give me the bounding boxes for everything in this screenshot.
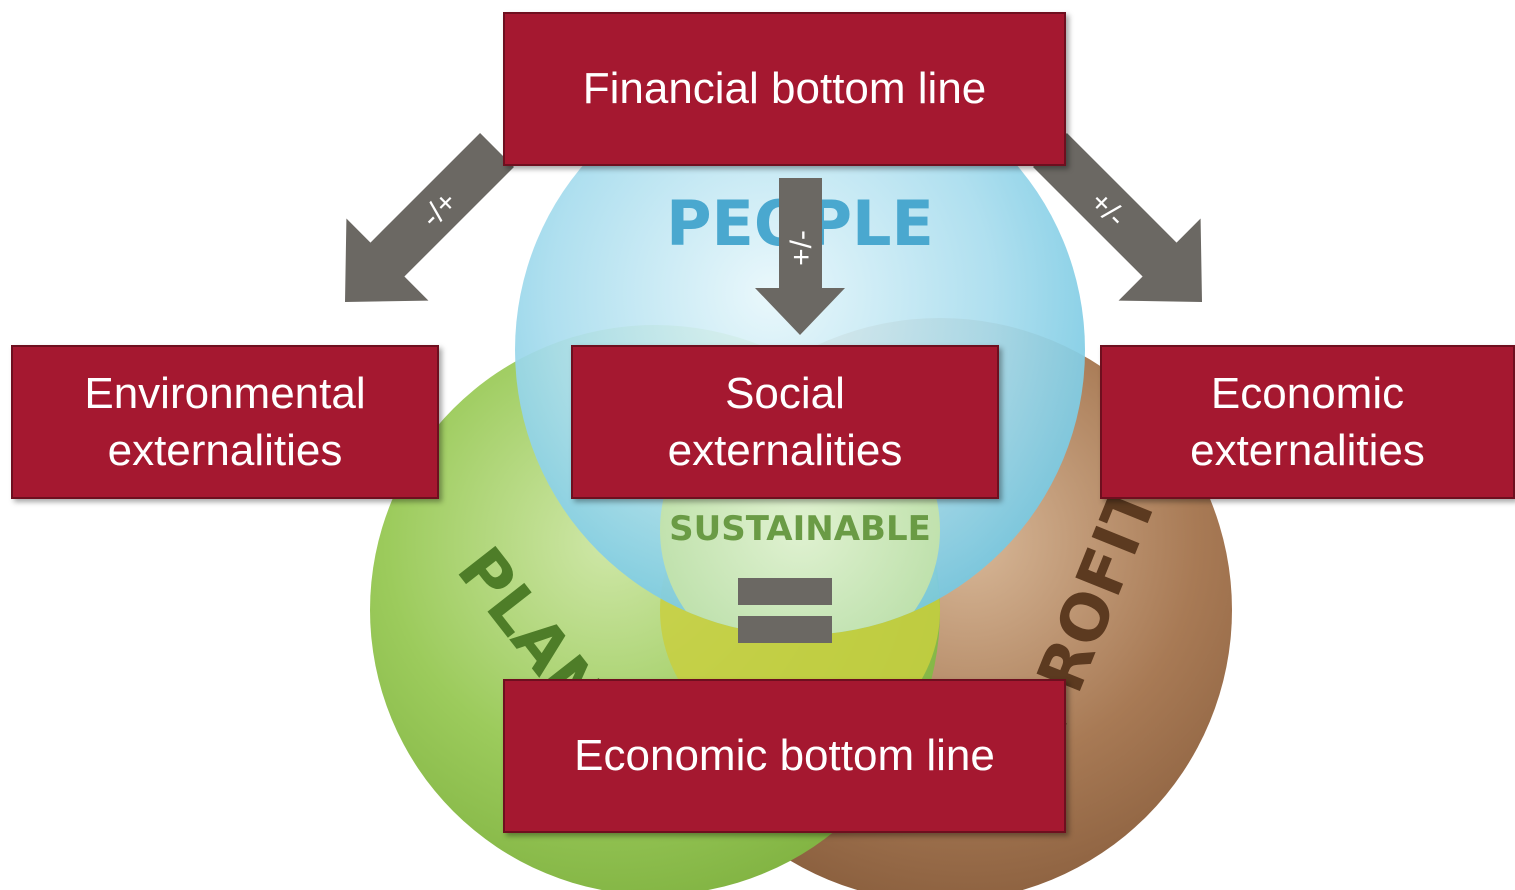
economic-externalities-line-1: Economic xyxy=(1210,368,1405,418)
environmental-line-2: externalities xyxy=(107,426,343,475)
economic-externalities-box: Economic externalities xyxy=(1100,345,1515,499)
economic-bottom-line-label: Economic bottom line xyxy=(574,731,995,781)
economic-externalities-line-2: externalities xyxy=(1190,426,1425,475)
social-externalities-box: Social externalities xyxy=(571,345,999,499)
arrow-center-label: +/- xyxy=(785,230,818,266)
social-line-1: Social xyxy=(725,368,845,418)
sustainable-label: SUSTAINABLE xyxy=(669,509,931,549)
arrow-center: +/- xyxy=(755,178,845,335)
equals-bottom-bar xyxy=(738,616,832,643)
environmental-externalities-box: Environmental externalities xyxy=(11,345,439,499)
environmental-line-1: Environmental xyxy=(84,368,366,418)
arrow-right-shape xyxy=(1033,133,1202,302)
financial-bottom-line-label: Financial bottom line xyxy=(582,64,987,114)
arrow-left-shape xyxy=(345,133,514,302)
financial-bottom-line-box: Financial bottom line xyxy=(503,12,1066,166)
social-line-2: externalities xyxy=(667,426,903,475)
equals-top-bar xyxy=(738,578,832,605)
economic-bottom-line-box: Economic bottom line xyxy=(503,679,1066,833)
arrow-center-shape xyxy=(755,178,845,335)
